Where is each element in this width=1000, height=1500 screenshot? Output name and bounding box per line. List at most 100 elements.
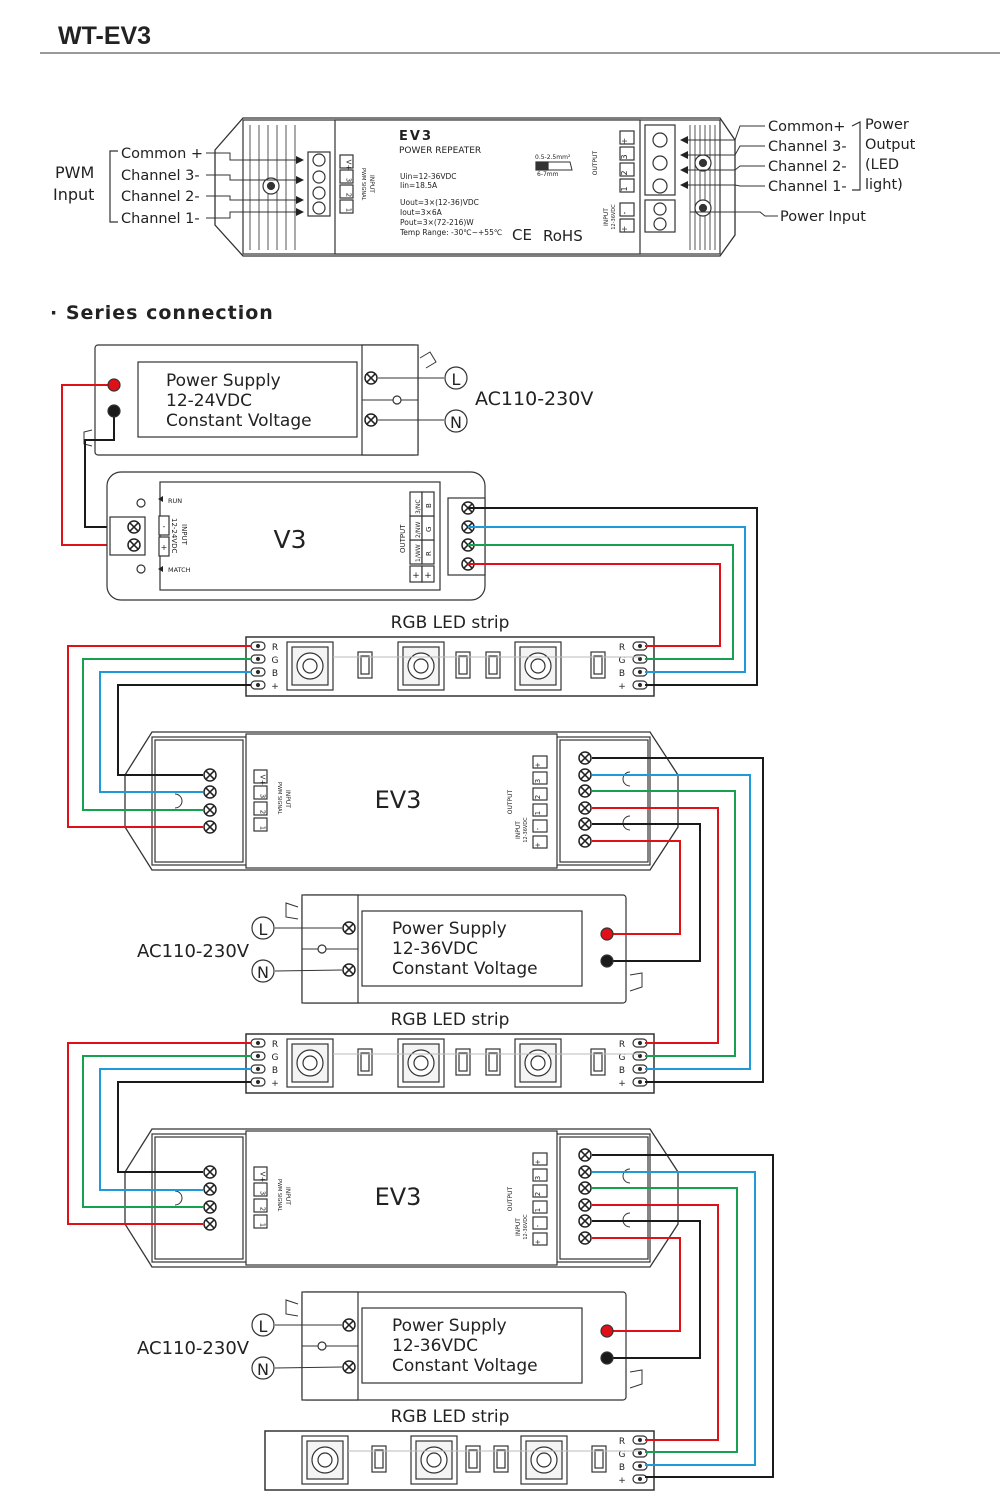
- terminal-hole-icon: [312, 153, 326, 167]
- label: 12-24VDC: [170, 518, 178, 554]
- label-panel: [361, 1307, 583, 1384]
- match-arrow-icon: [158, 566, 163, 572]
- channel-label: Channel 3-: [768, 139, 847, 155]
- label: G: [425, 527, 433, 532]
- pin-label: [532, 1216, 548, 1230]
- label: PWM SIGNAL: [276, 1179, 282, 1212]
- strip-label: RGB LED strip: [391, 613, 510, 633]
- blue-wire: [99, 671, 251, 793]
- pin-label: [619, 218, 635, 233]
- ps-label: Power Supply: [392, 1316, 507, 1336]
- label: +: [412, 571, 420, 581]
- resistor-icon: [465, 1445, 481, 1473]
- label: 1: [259, 1223, 267, 1227]
- pad-dot: [637, 1450, 643, 1456]
- ac-label: AC110-230V: [137, 1338, 250, 1359]
- resistor-icon: [357, 1048, 373, 1076]
- screw-terminal-icon: [578, 817, 592, 831]
- lead-line: [690, 211, 778, 217]
- pad-dot: [255, 1040, 261, 1046]
- mounting-hole-icon: [698, 203, 708, 213]
- ps-label: Power Supply: [392, 919, 507, 939]
- positive-terminal-dot: [107, 378, 121, 392]
- pin-label: [339, 169, 354, 184]
- label: +: [534, 1159, 542, 1165]
- pin-label: [619, 162, 635, 177]
- label: INPUT: [180, 524, 188, 546]
- spec-text: Iin=18.5A: [400, 181, 438, 190]
- pad-dot: [255, 669, 261, 675]
- black-wire: [592, 823, 701, 962]
- spec-text: Temp Range: -30℃~+55℃: [399, 228, 502, 237]
- led-core: [413, 658, 429, 674]
- ps-label: 12-24VDC: [166, 391, 252, 411]
- label-panel: [137, 361, 358, 438]
- spec-text: Pout=3×(72-216)W: [400, 218, 474, 227]
- green-wire: [592, 1187, 738, 1453]
- power-output-label: (LED: [865, 157, 899, 173]
- screw-terminal-icon: [203, 1200, 217, 1214]
- lead-line: [682, 125, 765, 141]
- resistor-icon: [455, 1048, 471, 1076]
- pin-label: [158, 536, 170, 557]
- pad-dot: [637, 1079, 643, 1085]
- power-output-label: light): [865, 177, 903, 193]
- lead-line: [206, 152, 300, 161]
- label: 3/NC: [415, 499, 422, 514]
- blue-wire: [468, 526, 746, 673]
- ac-label: AC110-230V: [475, 388, 593, 410]
- label: INPUT: [515, 821, 522, 839]
- label: +: [534, 1239, 542, 1245]
- label: PWM SIGNAL: [360, 168, 366, 201]
- label: V+: [345, 160, 353, 171]
- screw-terminal-icon: [127, 538, 141, 552]
- screw-terminal-icon: [578, 1165, 592, 1179]
- pad-dot: [637, 1437, 643, 1443]
- pin-label: +: [618, 1079, 626, 1089]
- resistor-icon: [590, 651, 606, 679]
- pin-label: R: [272, 1040, 278, 1050]
- pad-dot: [637, 1053, 643, 1059]
- resistor-core: [496, 1449, 506, 1469]
- power-output-label: Power: [865, 117, 909, 133]
- label: OUTPUT: [399, 524, 407, 553]
- red-wire: [592, 807, 719, 1044]
- screw-terminal-icon: [203, 1217, 217, 1231]
- black-wire: [117, 684, 251, 776]
- resistor-icon: [455, 651, 471, 679]
- match-label: MATCH: [168, 566, 191, 574]
- label: 1: [534, 1208, 542, 1212]
- terminal-hole-icon: [652, 132, 668, 148]
- red-wire: [592, 1204, 719, 1441]
- pin-label: [253, 1198, 268, 1213]
- mount-tab: [285, 902, 299, 920]
- pin-label: R: [619, 643, 625, 653]
- lead-line: [206, 174, 300, 181]
- label: V+: [259, 1172, 267, 1183]
- strip-label: RGB LED strip: [391, 1407, 510, 1427]
- screw-terminal-icon: [578, 751, 592, 765]
- red-wire: [61, 384, 134, 546]
- screw-terminal-icon: [203, 1182, 217, 1196]
- label: PWM SIGNAL: [276, 782, 282, 815]
- label: 1: [534, 811, 542, 815]
- label: +: [620, 226, 629, 233]
- pad-dot: [637, 1040, 643, 1046]
- label: 2: [534, 1192, 542, 1196]
- run-led-icon: [136, 498, 146, 508]
- pad-dot: [637, 1476, 643, 1482]
- live-label: L: [259, 1317, 268, 1336]
- resistor-core: [374, 1449, 384, 1469]
- arrow-icon: [296, 208, 304, 216]
- label: 1: [345, 208, 353, 212]
- label: -: [163, 522, 166, 531]
- ps-label: Constant Voltage: [392, 959, 538, 979]
- model-name: EV3: [375, 1183, 422, 1211]
- pin-label: R: [619, 1040, 625, 1050]
- pin-label: +: [618, 682, 626, 692]
